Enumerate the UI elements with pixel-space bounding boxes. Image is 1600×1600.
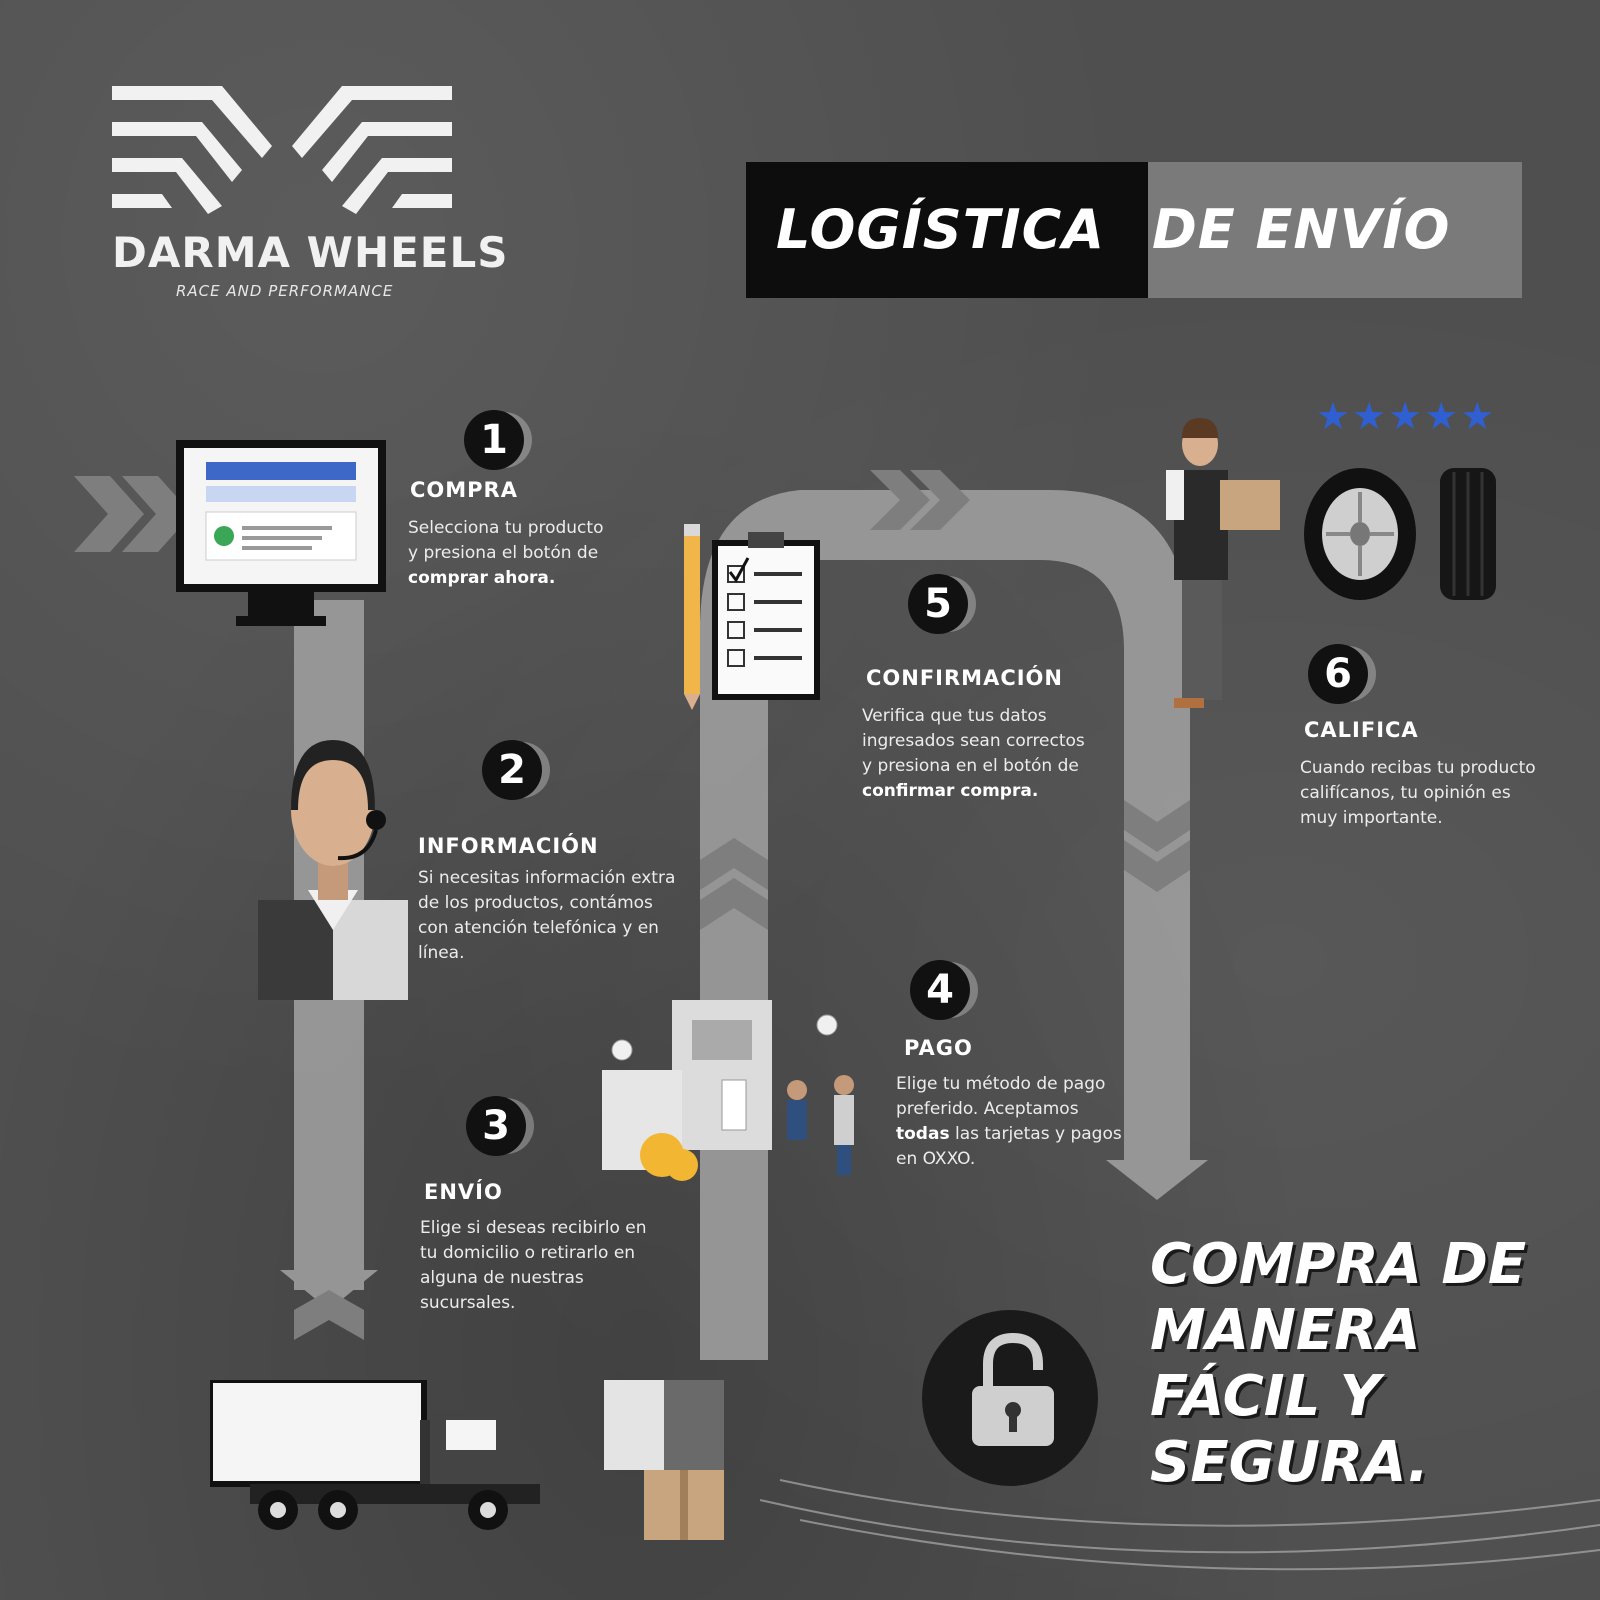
package-stack-icon bbox=[604, 1380, 724, 1540]
step-6-description: Cuando recibas tu producto califícanos, … bbox=[1300, 758, 1536, 828]
step-1-desc-bold: comprar ahora. bbox=[408, 568, 556, 588]
slogan-line-2: MANERA bbox=[1150, 1298, 1421, 1363]
title-part1: LOGÍSTICA bbox=[776, 198, 1106, 261]
brand-tagline: RACE AND PERFORMANCE bbox=[176, 282, 394, 300]
title-part2: DE ENVÍO bbox=[1152, 198, 1451, 261]
rating-stars: ★★★★★ bbox=[1316, 394, 1497, 438]
step-1-desc-text: Selecciona tu producto y presiona el bot… bbox=[408, 518, 604, 563]
brand-name: DARMA WHEELS bbox=[112, 228, 509, 277]
step-1-title: COMPRA bbox=[410, 478, 518, 502]
step-5-title: CONFIRMACIÓN bbox=[866, 666, 1063, 690]
slogan-line-3: FÁCIL Y bbox=[1150, 1364, 1381, 1429]
step-3-description: Elige si deseas recibirlo en tu domicili… bbox=[420, 1218, 647, 1313]
step-2-description: Si necesitas información extra de los pr… bbox=[418, 868, 676, 963]
step-4-number: 4 bbox=[910, 960, 970, 1020]
delivery-truck-icon bbox=[210, 1380, 540, 1530]
speed-lines bbox=[759, 1479, 1600, 1571]
step-3-number: 3 bbox=[466, 1096, 526, 1156]
monitor-icon bbox=[176, 440, 386, 626]
slogan-line-1: COMPRA DE bbox=[1150, 1232, 1527, 1297]
chevron-arrows bbox=[74, 470, 1190, 1340]
support-agent-icon bbox=[258, 740, 408, 1000]
tire-icon bbox=[1304, 468, 1496, 600]
step-4-description: Elige tu método de pago preferido. Acept… bbox=[896, 1072, 1126, 1172]
step-4-title: PAGO bbox=[904, 1036, 973, 1060]
step-6-title: CALIFICA bbox=[1304, 718, 1419, 742]
checklist-icon bbox=[712, 532, 820, 700]
title-black-box bbox=[746, 162, 1148, 298]
step-6-number: 6 bbox=[1308, 644, 1368, 704]
step-5-desc-text: Verifica que tus datos ingresados sean c… bbox=[862, 706, 1085, 776]
step-4-desc-text: Elige tu método de pago preferido. Acept… bbox=[896, 1074, 1106, 1119]
step-2-title: INFORMACIÓN bbox=[418, 834, 599, 858]
unlocked-padlock-icon bbox=[972, 1332, 1054, 1446]
delivery-man-icon bbox=[1166, 418, 1280, 708]
step-4-desc-bold: todas bbox=[896, 1124, 950, 1144]
step-3-title: ENVÍO bbox=[424, 1180, 503, 1204]
slogan-line-4: SEGURA. bbox=[1150, 1430, 1429, 1495]
slogan: COMPRA DE MANERA FÁCIL Y SEGURA. bbox=[1150, 1232, 1570, 1496]
payment-scene-icon bbox=[602, 1000, 854, 1181]
pencil-icon bbox=[684, 524, 700, 710]
step-5-desc-bold: confirmar compra. bbox=[862, 781, 1039, 801]
step-5-number: 5 bbox=[908, 574, 968, 634]
step-2-number: 2 bbox=[482, 740, 542, 800]
step-1-number: 1 bbox=[464, 410, 524, 470]
step-5-description: Verifica que tus datos ingresados sean c… bbox=[862, 704, 1092, 804]
step-4-desc-after: las tarjetas y pagos en OXXO. bbox=[896, 1124, 1122, 1169]
logo-mark-icon bbox=[112, 86, 452, 214]
step-1-description: Selecciona tu producto y presiona el bot… bbox=[408, 516, 618, 591]
title-grey-box bbox=[1148, 162, 1522, 298]
